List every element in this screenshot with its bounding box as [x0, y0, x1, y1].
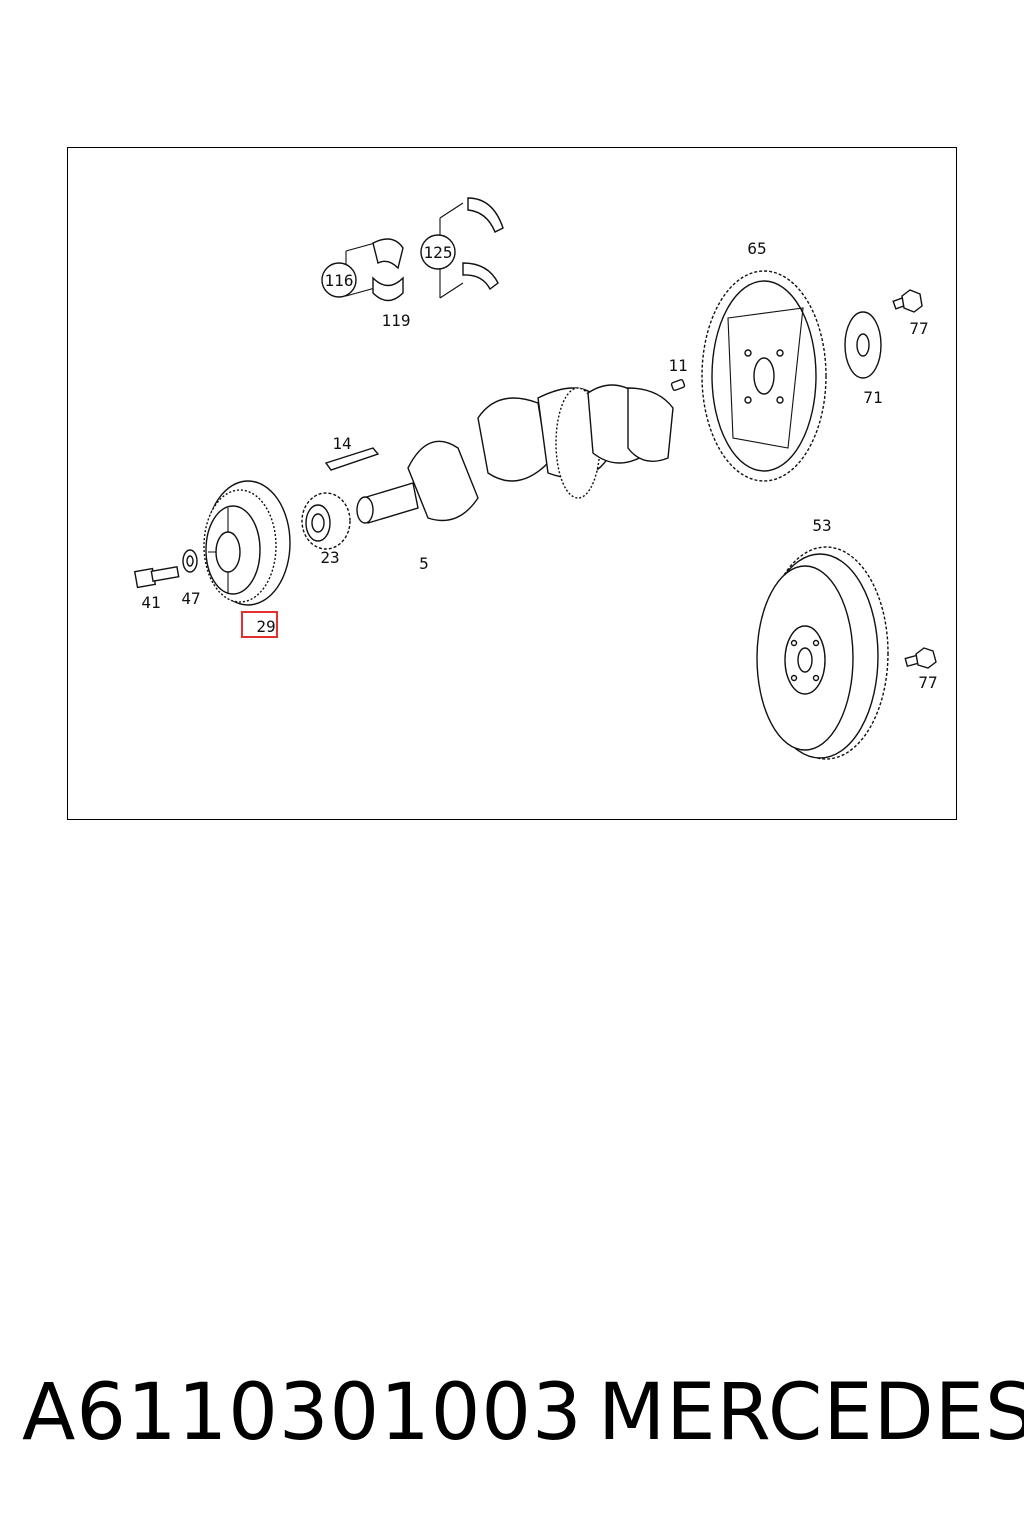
callout-77-top: 77 — [909, 319, 928, 338]
callout-circle-125 — [420, 234, 456, 270]
callout-29: 29 — [256, 617, 275, 636]
callout-71: 71 — [863, 388, 882, 407]
callout-11: 11 — [668, 356, 687, 375]
callout-41: 41 — [141, 593, 160, 612]
center-bolt-41 — [133, 566, 180, 589]
callout-119: 119 — [382, 311, 411, 330]
callout-circle-116 — [321, 262, 357, 298]
dowel-pin-11 — [670, 379, 686, 391]
exploded-parts-diagram: 116 125 119 65 77 — [67, 147, 957, 820]
footer: A6110301003 MERCEDES — [0, 1368, 1024, 1478]
brand-name: MERCEDES — [598, 1368, 1024, 1458]
crankshaft-5 — [356, 384, 674, 524]
callout-23: 23 — [320, 548, 339, 567]
vibration-damper-29 — [203, 480, 291, 606]
crank-gear-23 — [301, 492, 351, 550]
washer-plate-71 — [844, 311, 882, 379]
callout-77-bottom: 77 — [918, 673, 937, 692]
thrust-washers-125: 125 — [420, 197, 504, 299]
callout-47: 47 — [181, 589, 200, 608]
diagram-canvas: 116 125 119 65 77 — [133, 197, 938, 760]
highlight-box-29 — [241, 611, 278, 638]
callout-5: 5 — [419, 554, 429, 573]
washer-47 — [182, 549, 198, 573]
flywheel-53 — [756, 546, 889, 760]
callout-14: 14 — [332, 434, 351, 453]
woodruff-key-14 — [324, 447, 380, 471]
callout-53: 53 — [812, 516, 831, 535]
bolt-77-top — [892, 289, 923, 313]
callout-65: 65 — [747, 239, 766, 258]
callout-125: 125 — [424, 243, 453, 262]
part-number: A6110301003 — [22, 1368, 583, 1458]
callout-116: 116 — [325, 271, 354, 290]
flexplate-65 — [701, 270, 827, 482]
bearing-shells-116: 116 — [321, 238, 404, 302]
bolt-77-bottom — [904, 647, 937, 669]
